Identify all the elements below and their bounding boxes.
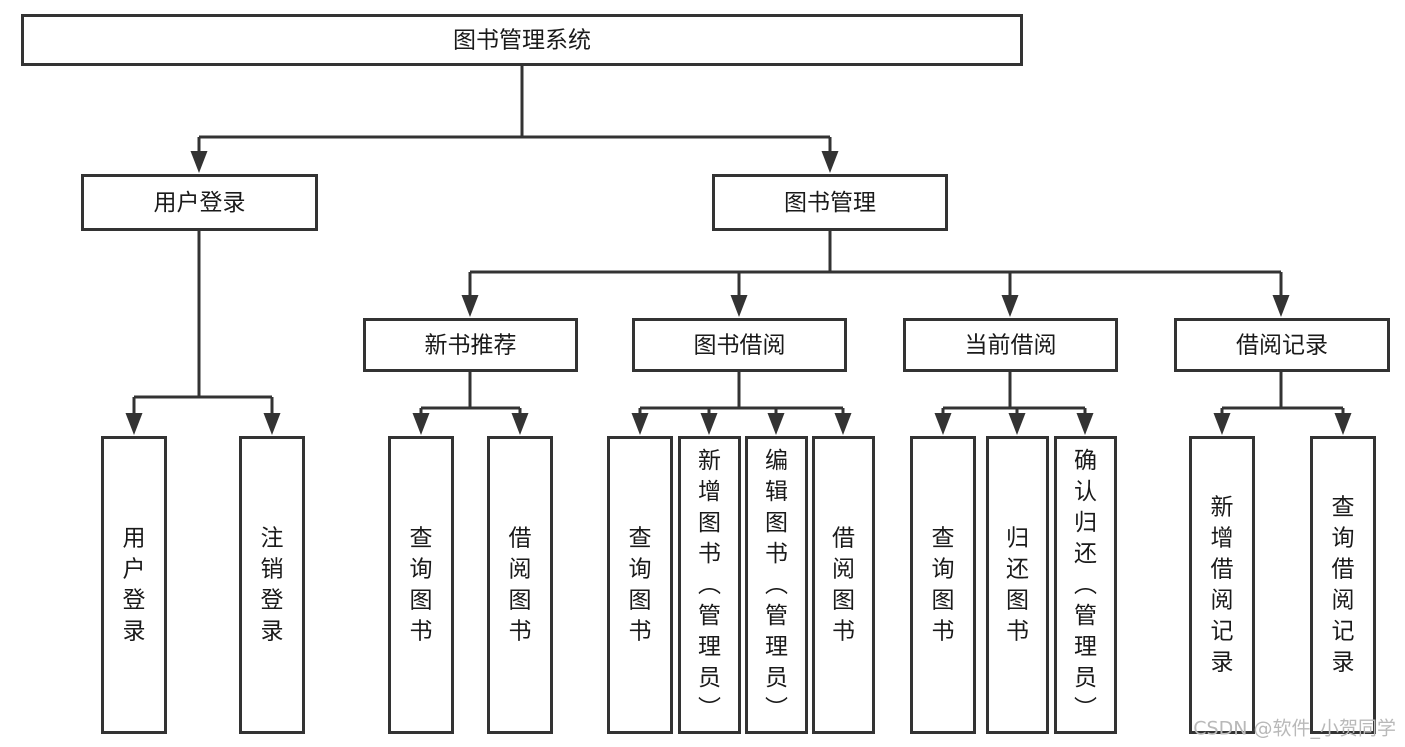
leaf-label: 用户登录 (123, 525, 146, 644)
level3-box[interactable] (903, 318, 1118, 372)
leaf-label: 查询借阅记录 (1332, 494, 1355, 675)
arrow-head-icon (461, 295, 479, 317)
leaf-label: 归还图书 (1006, 525, 1029, 644)
arrow-head-icon (730, 295, 748, 317)
leaf-box[interactable] (745, 436, 808, 734)
arrow-head-icon (1213, 413, 1231, 435)
leaf-node[interactable]: 注销登录 (239, 436, 305, 734)
connector-root-to-level2 (190, 66, 839, 173)
level3-node[interactable]: 新书推荐 (363, 318, 578, 372)
level3-box[interactable] (363, 318, 578, 372)
leaf-node[interactable]: 借阅图书 (487, 436, 553, 734)
leaf-label: 编辑图书︵管理员︶ (765, 448, 788, 722)
level3-node[interactable]: 当前借阅 (903, 318, 1118, 372)
arrow-head-icon (700, 413, 718, 435)
leaf-node[interactable]: 借阅图书 (812, 436, 875, 734)
leaf-box[interactable] (388, 436, 454, 734)
leaf-node[interactable]: 用户登录 (101, 436, 167, 734)
arrow-head-icon (821, 151, 839, 173)
leaf-box[interactable] (607, 436, 673, 734)
level3-label: 图书借阅 (694, 333, 786, 359)
leaf-node[interactable]: 查询图书 (388, 436, 454, 734)
connector-record-to-leaves (1213, 372, 1352, 435)
leaf-label: 查询图书 (932, 525, 955, 644)
leaf-box[interactable] (812, 436, 875, 734)
csdn-watermark: CSDN @软件_小贺同学 (1193, 718, 1396, 740)
leaf-node[interactable]: 查询图书 (607, 436, 673, 734)
leaf-label: 查询图书 (410, 525, 433, 644)
level3-label: 当前借阅 (965, 333, 1057, 359)
leaf-label: 确认归还︵管理员︶ (1074, 448, 1097, 722)
connector-current-to-leaves (934, 372, 1094, 435)
leaf-node[interactable]: 新增借阅记录 (1189, 436, 1255, 734)
leaf-box[interactable] (910, 436, 976, 734)
leaf-label: 借阅图书 (509, 525, 532, 644)
leaf-box[interactable] (239, 436, 305, 734)
arrow-head-icon (412, 413, 430, 435)
level3-label: 借阅记录 (1236, 333, 1328, 359)
connector-newbook-to-leaves (412, 372, 529, 435)
leaf-label: 新增图书︵管理员︶ (698, 448, 721, 722)
leaf-box[interactable] (487, 436, 553, 734)
leaf-node[interactable]: 确认归还︵管理员︶ (1054, 436, 1117, 734)
level3-label: 新书推荐 (425, 333, 517, 359)
arrow-head-icon (1076, 413, 1094, 435)
connector-bookmgmt-to-level3 (461, 231, 1290, 317)
arrow-head-icon (1001, 295, 1019, 317)
level2-box[interactable] (81, 174, 318, 231)
level2-box[interactable] (712, 174, 948, 231)
leaf-node[interactable]: 归还图书 (986, 436, 1049, 734)
level2-label: 用户登录 (154, 190, 246, 216)
level2-label: 图书管理 (784, 190, 876, 216)
leaf-box[interactable] (1310, 436, 1376, 734)
connectors-layer (125, 66, 1352, 435)
leaf-box[interactable] (1189, 436, 1255, 734)
level3-node[interactable]: 图书借阅 (632, 318, 847, 372)
arrow-head-icon (263, 413, 281, 435)
level3-box[interactable] (1174, 318, 1390, 372)
arrow-head-icon (1334, 413, 1352, 435)
arrow-head-icon (511, 413, 529, 435)
level2-node[interactable]: 图书管理 (712, 174, 948, 231)
leaf-box[interactable] (986, 436, 1049, 734)
root-box[interactable] (21, 14, 1023, 66)
arrow-head-icon (767, 413, 785, 435)
level2-node[interactable]: 用户登录 (81, 174, 318, 231)
leaf-node[interactable]: 查询借阅记录 (1310, 436, 1376, 734)
leaf-box[interactable] (101, 436, 167, 734)
arrow-head-icon (190, 151, 208, 173)
arrow-head-icon (631, 413, 649, 435)
level3-node[interactable]: 借阅记录 (1174, 318, 1390, 372)
leaf-label: 借阅图书 (832, 525, 855, 644)
connector-borrow-to-leaves (631, 372, 852, 435)
leaf-box[interactable] (678, 436, 741, 734)
arrow-head-icon (125, 413, 143, 435)
nodes-layer: 图书管理系统用户登录图书管理新书推荐图书借阅当前借阅借阅记录用户登录注销登录查询… (21, 14, 1390, 734)
leaf-label: 新增借阅记录 (1211, 494, 1234, 675)
root-label: 图书管理系统 (453, 28, 591, 54)
leaf-node[interactable]: 查询图书 (910, 436, 976, 734)
arrow-head-icon (1008, 413, 1026, 435)
arrow-head-icon (934, 413, 952, 435)
arrow-head-icon (834, 413, 852, 435)
leaf-node[interactable]: 编辑图书︵管理员︶ (745, 436, 808, 734)
root-node[interactable]: 图书管理系统 (21, 14, 1023, 66)
leaf-label: 查询图书 (629, 525, 652, 644)
leaf-node[interactable]: 新增图书︵管理员︶ (678, 436, 741, 734)
connector-userlogin-to-leaves (125, 231, 281, 435)
level3-box[interactable] (632, 318, 847, 372)
leaf-label: 注销登录 (261, 525, 284, 644)
arrow-head-icon (1272, 295, 1290, 317)
leaf-box[interactable] (1054, 436, 1117, 734)
